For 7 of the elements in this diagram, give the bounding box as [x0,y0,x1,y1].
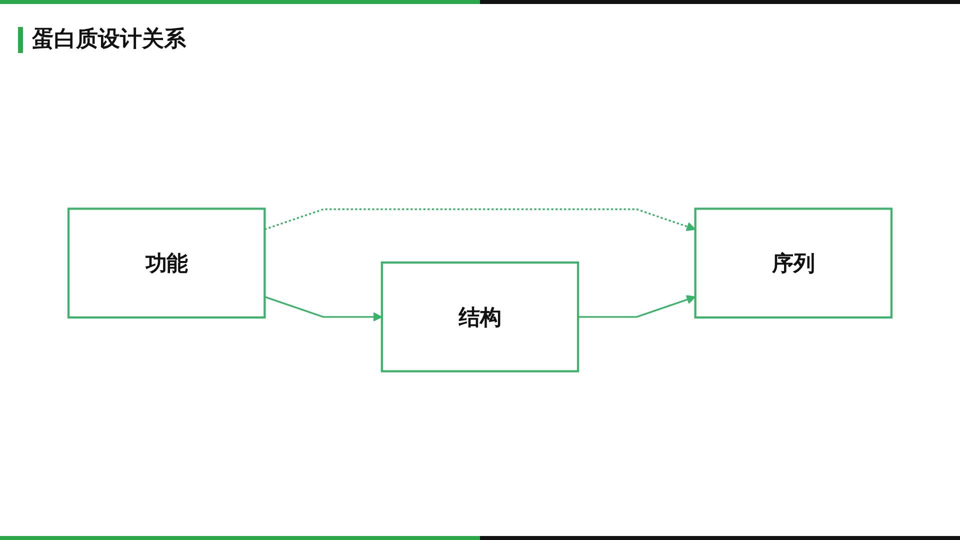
arrow [578,295,696,318]
node-box: 功能 [67,208,266,319]
arrow [264,296,382,322]
node-box: 序列 [694,208,893,319]
arrow [264,208,696,232]
title: 蛋白质设计关系 [32,26,186,54]
node-box: 结构 [380,261,580,372]
